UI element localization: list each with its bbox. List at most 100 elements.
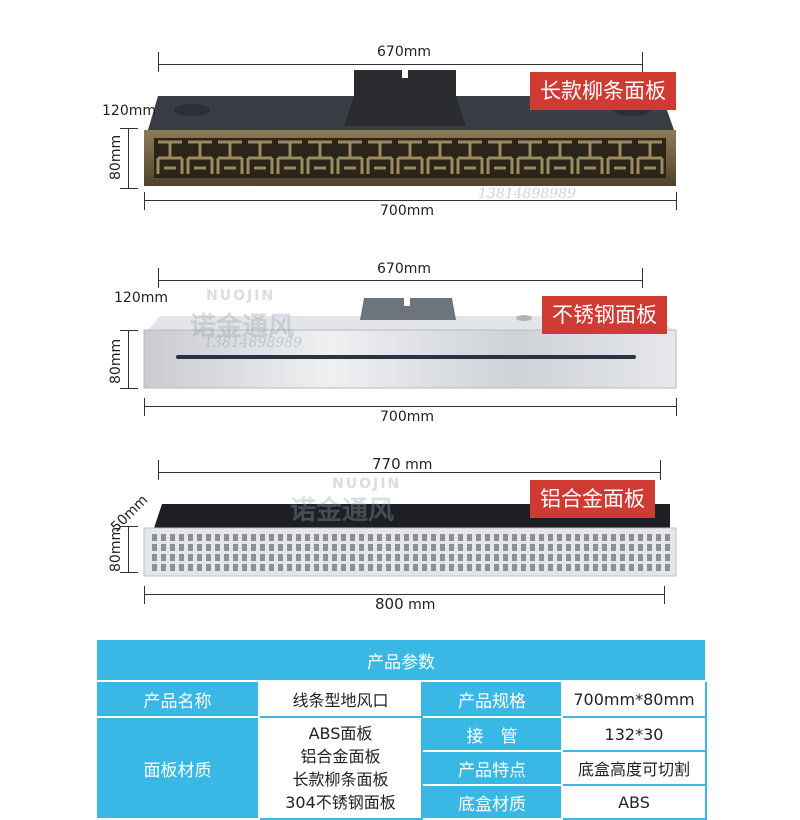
vent-slot (233, 544, 238, 551)
vent-slot (431, 534, 436, 541)
panel3-bottom-dim-label: 800 mm (375, 595, 435, 613)
vent-slot (161, 534, 166, 541)
vent-slot (242, 554, 247, 561)
panel2-bottom-dim-tick-right (676, 398, 677, 416)
vent-slot (503, 544, 508, 551)
vent-slot (620, 534, 625, 541)
vent-slot (170, 544, 175, 551)
material-item: 长款柳条面板 (292, 770, 389, 789)
panel3-top-dim-tick-right (660, 460, 661, 480)
vent-slot (323, 564, 328, 571)
vent-slot (521, 544, 526, 551)
vent-slot (197, 564, 202, 571)
vent-slot (332, 544, 337, 551)
table-value-box-material: ABS (561, 784, 707, 820)
vent-slot (494, 564, 499, 571)
vent-slot (638, 534, 643, 541)
vent-slot (620, 554, 625, 561)
vent-slot (305, 564, 310, 571)
panel2-watermark-cn: 诺金通风 (190, 312, 295, 342)
panel3-bottom-dim-number: 800 (375, 595, 404, 613)
vent-slot (449, 564, 454, 571)
vent-slot (368, 554, 373, 561)
panel3-height-dim-label: 80mm (108, 526, 124, 572)
product-parameter-table: 产品参数 产品名称 线条型地风口 产品规格 700mm*80mm 面板材质 AB… (95, 638, 707, 820)
vent-slot (485, 544, 490, 551)
table-label-product-name: 产品名称 (95, 680, 260, 718)
vent-slot (575, 544, 580, 551)
vent-slot (557, 564, 562, 571)
vent-slot (638, 564, 643, 571)
vent-slot (539, 564, 544, 571)
vent-slot (206, 534, 211, 541)
vent-slot (503, 564, 508, 571)
vent-slot (359, 564, 364, 571)
vent-slot (494, 534, 499, 541)
vent-slot (539, 534, 544, 541)
vent-slot (287, 554, 292, 561)
vent-slot (665, 534, 670, 541)
vent-slot (296, 534, 301, 541)
panel3-bottom-dim-unit: mm (408, 597, 436, 613)
vent-slot (260, 544, 265, 551)
table-value-panel-materials: ABS面板 铝合金面板 长款柳条面板 304不锈钢面板 (258, 716, 423, 820)
vent-slot (530, 564, 535, 571)
vent-slot (440, 534, 445, 541)
vent-slot (395, 554, 400, 561)
panel3-height-dim-tick-bottom (120, 572, 138, 573)
vent-slot (179, 554, 184, 561)
vent-slot (251, 534, 256, 541)
table-label-feature: 产品特点 (421, 750, 563, 786)
vent-slot (449, 534, 454, 541)
vent-slot (332, 534, 337, 541)
vent-slot (233, 554, 238, 561)
vent-slot (530, 554, 535, 561)
vent-slot (422, 564, 427, 571)
panel1-side-dim-label: 120mm (102, 103, 156, 119)
vent-slot (278, 564, 283, 571)
vent-slot (296, 554, 301, 561)
stainless-steel-vent-image (143, 298, 677, 389)
panel2-top-dim-label: 670mm (377, 261, 431, 277)
vent-slot (512, 544, 517, 551)
vent-slot (215, 554, 220, 561)
vent-slot (620, 564, 625, 571)
vent-slot (467, 544, 472, 551)
vent-slot (602, 534, 607, 541)
panel3-top-dim-unit: mm (405, 457, 433, 473)
vent-slot (476, 534, 481, 541)
vent-slot (215, 544, 220, 551)
vent-slot (521, 554, 526, 561)
vent-slot (152, 564, 157, 571)
panel1-height-dim-tick-bottom (120, 188, 138, 189)
vent-slot (512, 554, 517, 561)
vent-slot (152, 544, 157, 551)
panel1-bottom-dim-tick-right (676, 192, 677, 210)
vent-slot (629, 564, 634, 571)
vent-slot (638, 544, 643, 551)
vent-slot (404, 554, 409, 561)
vent-slot (512, 534, 517, 541)
vent-slot (170, 564, 175, 571)
panel1-height-dim-label: 80mm (108, 134, 124, 180)
vent-slot (431, 564, 436, 571)
vent-slot (377, 544, 382, 551)
aluminum-alloy-vent-image (143, 504, 677, 577)
panel2-side-dim-label: 120mm (114, 290, 168, 306)
vent-slot (602, 544, 607, 551)
panel1-type-badge: 长款柳条面板 (530, 72, 676, 110)
vent-slot (215, 564, 220, 571)
vent-slot (161, 564, 166, 571)
vent-slot (629, 534, 634, 541)
vent-slot (512, 564, 517, 571)
vent-slot (305, 544, 310, 551)
table-value-spec: 700mm*80mm (561, 680, 707, 718)
vent-slot (494, 544, 499, 551)
vent-slot (665, 544, 670, 551)
vent-slot (593, 554, 598, 561)
vent-slot (188, 534, 193, 541)
table-label-panel-material: 面板材质 (95, 716, 260, 820)
vent-slot (575, 554, 580, 561)
vent-slot (377, 554, 382, 561)
vent-slot (485, 534, 490, 541)
